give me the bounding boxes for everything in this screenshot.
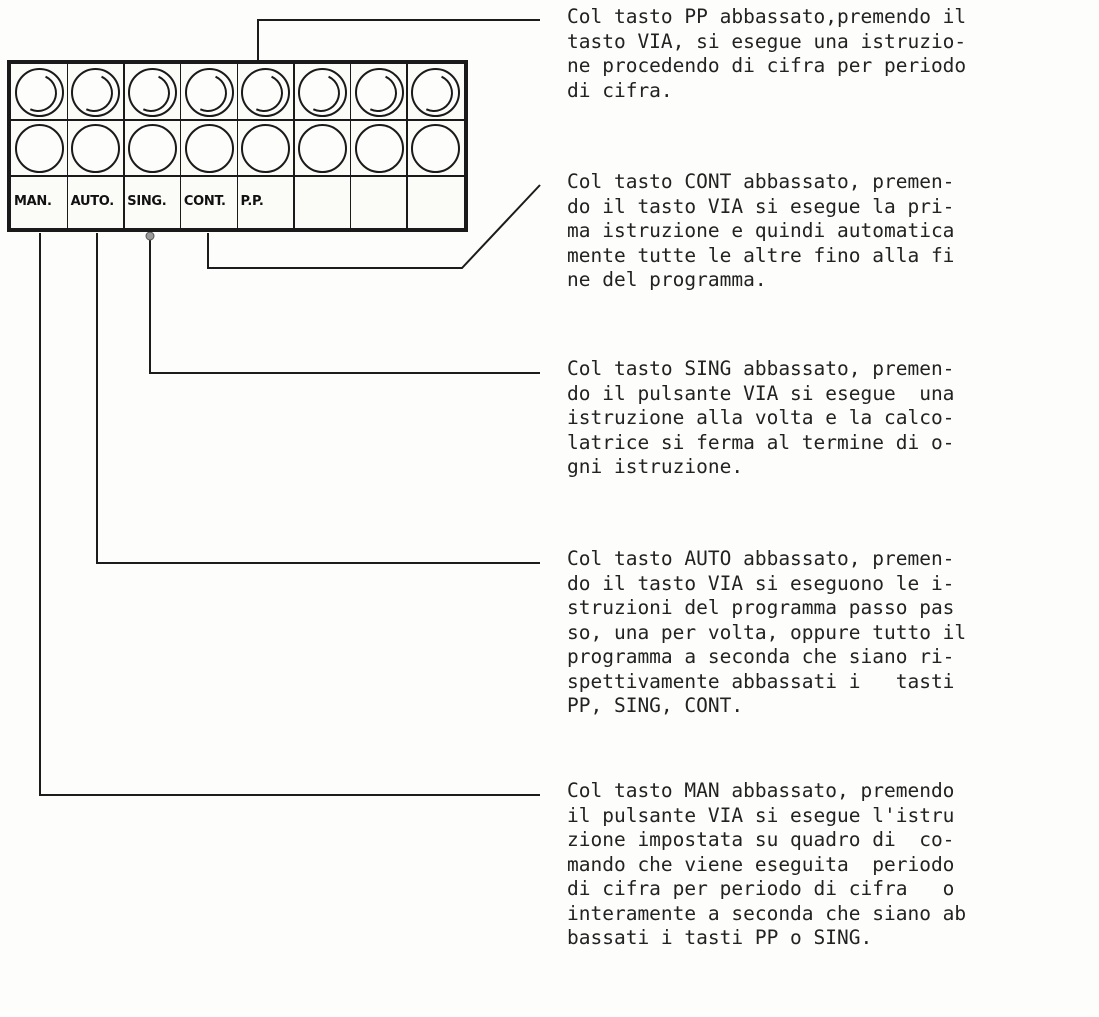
indicator-lamp: [411, 123, 461, 173]
indicator-lamp: [297, 123, 347, 173]
leader-line-sing: [149, 238, 540, 374]
description-sing: Col tasto SING abbassato, premen- do il …: [567, 357, 1087, 480]
leader-line-pp: [257, 19, 540, 61]
description-line: PP, SING, CONT.: [567, 694, 744, 717]
description-pp: Col tasto PP abbassato,premendo il tasto…: [567, 5, 1087, 103]
indicator-lamp: [354, 123, 404, 173]
key-label-cont: CONT.: [183, 194, 226, 209]
key-pin: [145, 231, 155, 241]
leader-line-cont: [207, 184, 541, 269]
panel-column-divider: [123, 64, 125, 228]
description-line: so, una per volta, oppure tutto il: [567, 620, 967, 644]
indicator-lamp: [297, 67, 347, 117]
indicator-lamp: [184, 67, 234, 117]
description-line: ne del programma.: [567, 268, 767, 291]
indicator-lamp: [128, 67, 178, 117]
description-line: gni istruzione.: [567, 455, 744, 478]
description-line: tasto VIA, si esegue una istruzio-: [567, 29, 967, 53]
description-line: interamente a seconda che siano ab: [567, 901, 967, 925]
indicator-lamp: [14, 67, 64, 117]
indicator-lamp: [411, 67, 461, 117]
description-line: istruzione alla volta e la calco-: [567, 406, 955, 429]
description-line: latrice si ferma al termine di o-: [567, 430, 955, 454]
description-line: ne procedendo di cifra per periodo: [567, 54, 967, 77]
indicator-lamp: [128, 123, 178, 173]
key-label-auto: AUTO.: [70, 194, 115, 209]
panel-column-divider: [236, 64, 238, 228]
description-auto: Col tasto AUTO abbassato, premen- do il …: [567, 547, 1087, 719]
panel-column-divider: [179, 64, 182, 228]
description-line: Col tasto MAN abbassato, premendo: [567, 779, 955, 802]
description-line: struzioni del programma passo pas: [567, 596, 955, 619]
description-line: il pulsante VIA si esegue l'istru: [567, 803, 955, 827]
description-line: di cifra.: [567, 78, 673, 102]
indicator-lamp: [354, 67, 404, 117]
description-line: ma istruzione e quindi automatica: [567, 219, 955, 242]
description-line: di cifra per periodo di cifra o: [567, 877, 955, 900]
description-line: Col tasto AUTO abbassato, premen-: [567, 547, 955, 570]
panel-column-divider: [349, 64, 352, 228]
leader-line-man: [39, 233, 540, 796]
description-line: bassati i tasti PP o SING.: [567, 926, 873, 949]
description-line: do il tasto VIA si esegue la pri-: [567, 194, 955, 218]
indicator-lamp: [241, 67, 291, 117]
indicator-lamp: [71, 123, 121, 173]
panel-row-divider: [11, 119, 464, 121]
control-panel: MAN. AUTO. SING. CONT. P.P.: [7, 60, 468, 232]
indicator-lamp: [71, 67, 121, 117]
indicator-lamp: [241, 123, 291, 173]
panel-row-divider: [11, 175, 464, 177]
panel-column-divider: [66, 64, 69, 228]
description-line: Col tasto PP abbassato,premendo il: [567, 5, 967, 28]
description-cont: Col tasto CONT abbassato, premen- do il …: [567, 170, 1087, 293]
description-line: mente tutte le altre fino alla fi: [567, 243, 955, 267]
indicator-lamp: [14, 123, 64, 173]
key-label-pp: P.P.: [240, 194, 264, 209]
description-line: Col tasto CONT abbassato, premen-: [567, 170, 955, 193]
key-label-man: MAN.: [14, 194, 52, 209]
leader-line-auto: [96, 233, 540, 564]
description-line: do il pulsante VIA si esegue una: [567, 381, 955, 405]
description-line: zione impostata su quadro di co-: [567, 828, 955, 851]
description-man: Col tasto MAN abbassato, premendo il pul…: [567, 779, 1087, 951]
description-line: do il tasto VIA si eseguono le i-: [567, 571, 955, 595]
description-line: spettivamente abbassati i tasti: [567, 669, 955, 693]
indicator-lamp: [184, 123, 234, 173]
panel-column-divider: [406, 64, 408, 228]
panel-column-divider: [293, 64, 295, 228]
key-label-sing: SING.: [127, 194, 167, 209]
description-line: Col tasto SING abbassato, premen-: [567, 357, 955, 380]
description-line: programma a seconda che siano ri-: [567, 645, 955, 668]
description-line: mando che viene eseguita periodo: [567, 852, 955, 876]
